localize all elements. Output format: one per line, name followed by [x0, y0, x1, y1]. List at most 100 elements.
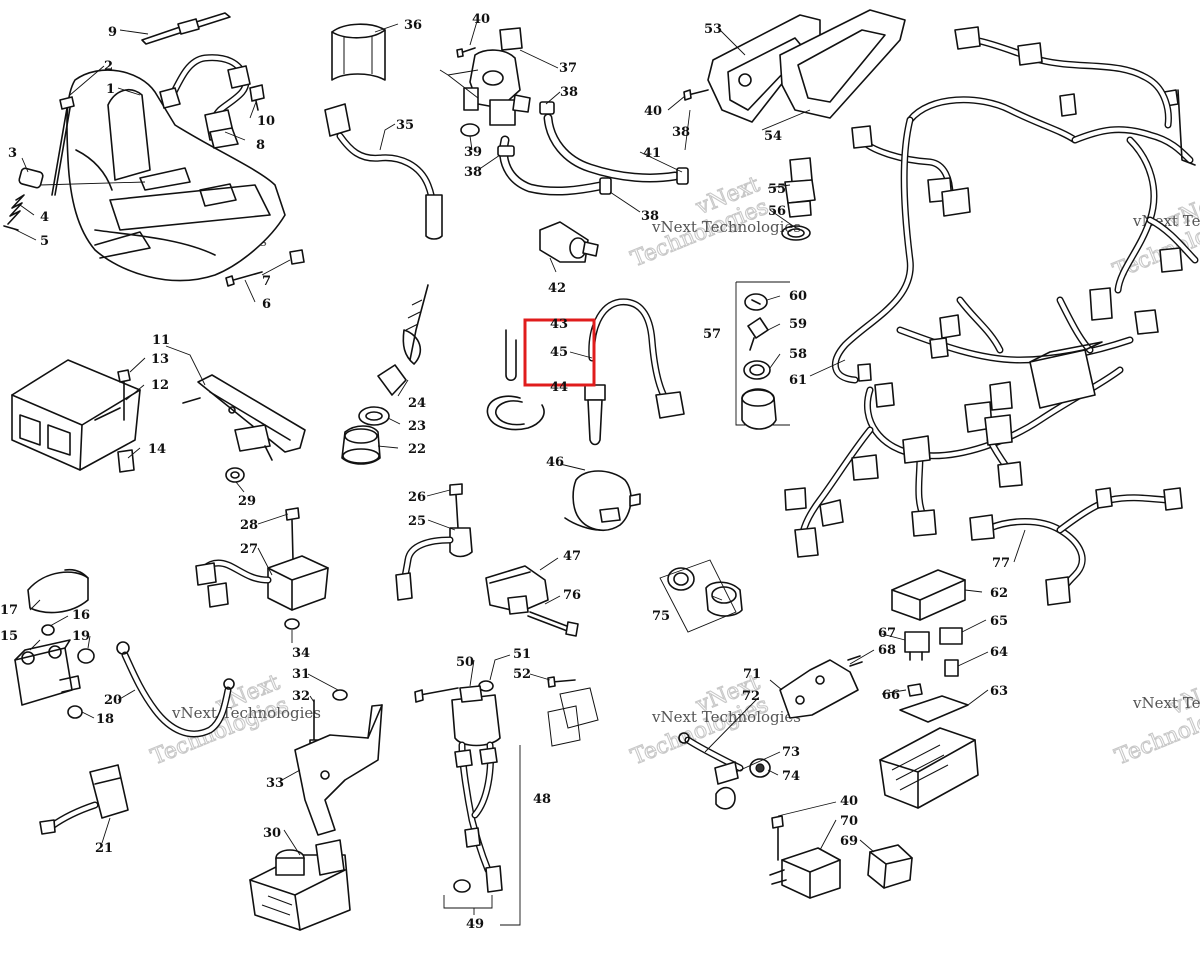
part-42-sensor[interactable]: [539, 221, 599, 263]
part-26-screw[interactable]: [449, 483, 463, 529]
part-15-solenoid[interactable]: [14, 639, 81, 706]
part-64-fuse[interactable]: [944, 659, 959, 677]
part-31-screw[interactable]: [332, 689, 348, 701]
part-21-switch[interactable]: [39, 764, 129, 835]
part-16-nut[interactable]: [41, 624, 55, 636]
part-43-clip[interactable]: [505, 329, 517, 382]
part-48-fuel-pump-harness[interactable]: [451, 685, 503, 893]
part-23-grommet[interactable]: [358, 406, 390, 426]
part-2-bolt[interactable]: [51, 96, 75, 196]
part-44-clamp[interactable]: [486, 395, 545, 431]
callout-34: 34: [292, 646, 310, 661]
part-74-cap[interactable]: [749, 758, 771, 778]
part-40-screw[interactable]: [456, 47, 476, 58]
part-54-gauge-bezel[interactable]: [779, 9, 906, 119]
callout-1: 1: [106, 82, 115, 97]
callout-22: 22: [408, 442, 426, 457]
part-11-regulator[interactable]: [182, 374, 306, 461]
part-75-power-outlet[interactable]: [659, 559, 743, 633]
part-73-connector[interactable]: [714, 761, 739, 810]
watermark-text: vNext Technologies: [651, 218, 801, 236]
part-71-bracket[interactable]: [779, 659, 859, 719]
callout-9: 9: [108, 25, 117, 40]
callout-58: 58: [789, 347, 807, 362]
part-41-hose[interactable]: [499, 113, 680, 196]
part-19-nut[interactable]: [77, 648, 95, 664]
part-14-clip[interactable]: [117, 449, 135, 473]
part-46-buzzer[interactable]: [564, 470, 641, 531]
part-40-screw[interactable]: [683, 89, 709, 101]
part-76-bolt[interactable]: [527, 611, 579, 637]
part-sub-harness-top[interactable]: [954, 26, 1196, 166]
part-45-temp-sensor[interactable]: [584, 298, 685, 446]
part-65-relay[interactable]: [939, 627, 963, 645]
part-55-sensor[interactable]: [784, 157, 816, 218]
part-27-module[interactable]: [195, 555, 329, 611]
part-58-bezel[interactable]: [743, 360, 771, 380]
part-36-sleeve[interactable]: [331, 23, 386, 81]
part-39-o-ring[interactable]: [460, 123, 480, 137]
part-37-valve[interactable]: [463, 27, 531, 126]
part-4-spring[interactable]: [7, 194, 25, 225]
callout-41: 41: [643, 146, 661, 161]
part-56-washer[interactable]: [781, 225, 811, 241]
part-1-headlight[interactable]: [66, 69, 286, 282]
part-49-terminal[interactable]: [453, 879, 471, 893]
part-3-spacer[interactable]: [18, 167, 44, 189]
part-12-ecu[interactable]: [11, 359, 141, 471]
part-77-harness[interactable]: [969, 487, 1183, 606]
callout-71: 71: [743, 667, 761, 682]
callout-29: 29: [238, 494, 256, 509]
part-35-sensor[interactable]: [324, 103, 443, 240]
part-52-connector[interactable]: [547, 676, 599, 747]
callout-38: 38: [641, 209, 659, 224]
callout-20: 20: [104, 693, 122, 708]
callout-labels: 9 2 1 3 4 5 6 7 8 10 36 35 40 37 38 39 3…: [0, 12, 1010, 932]
part-62-relay-box[interactable]: [891, 569, 966, 621]
part-34-nut[interactable]: [284, 618, 300, 630]
part-24-sensor[interactable]: [377, 284, 429, 396]
part-40-screw[interactable]: [771, 815, 784, 861]
callout-2: 2: [104, 59, 113, 74]
callout-48: 48: [533, 792, 551, 807]
part-67-relay[interactable]: [904, 631, 930, 661]
part-22-cap[interactable]: [341, 425, 381, 465]
callout-5: 5: [40, 234, 49, 249]
part-30-actuator[interactable]: [249, 839, 351, 931]
part-66-fuse[interactable]: [907, 683, 923, 697]
part-47-sensor[interactable]: [485, 565, 549, 615]
part-69-module[interactable]: [867, 844, 913, 889]
callout-75: 75: [652, 609, 670, 624]
part-7-clip[interactable]: [289, 249, 305, 265]
part-10-bulb-socket[interactable]: [249, 84, 265, 111]
callout-11: 11: [152, 333, 170, 348]
part-5-pin[interactable]: [3, 225, 19, 231]
part-20-cable[interactable]: [116, 641, 235, 738]
part-50-screw[interactable]: [414, 687, 459, 703]
part-63-fuse-block[interactable]: [879, 695, 979, 809]
callout-23: 23: [408, 419, 426, 434]
part-38-clamp[interactable]: [497, 101, 689, 195]
part-9-cable-tie[interactable]: [141, 12, 231, 45]
callout-31: 31: [292, 667, 310, 682]
part-29-nut[interactable]: [225, 467, 245, 483]
part-6-screw[interactable]: [225, 271, 263, 287]
callout-68: 68: [878, 643, 896, 658]
callout-45: 45: [550, 345, 568, 360]
part-13-screw[interactable]: [117, 369, 131, 421]
part-17-boot[interactable]: [27, 568, 89, 614]
part-33-bracket[interactable]: [294, 704, 383, 836]
part-57-switch[interactable]: [741, 388, 777, 430]
part-18-screw[interactable]: [67, 705, 83, 719]
leader-lines: [11, 17, 1026, 926]
callout-38: 38: [672, 125, 690, 140]
part-70-relay[interactable]: [769, 847, 841, 899]
part-25-speed-sensor[interactable]: [395, 527, 473, 601]
part-61-main-harness[interactable]: [784, 89, 1199, 558]
callout-63: 63: [990, 684, 1008, 699]
part-60-switch-cap[interactable]: [744, 293, 768, 311]
part-68-fuse[interactable]: [847, 655, 863, 667]
part-28-bolt[interactable]: [285, 507, 300, 561]
part-59-key[interactable]: [747, 317, 769, 351]
